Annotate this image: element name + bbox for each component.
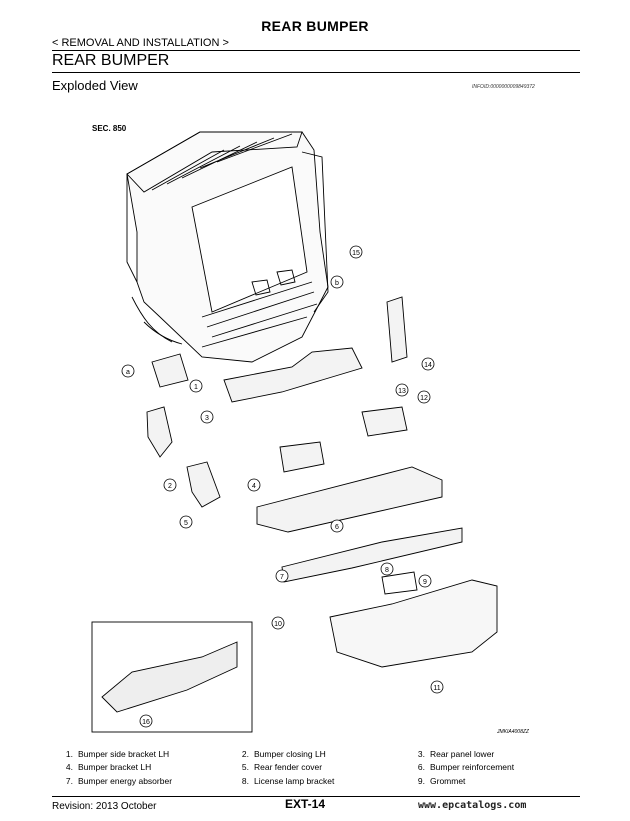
svg-text:16: 16 [142, 719, 150, 726]
section-divider [52, 72, 580, 73]
svg-text:6: 6 [335, 524, 339, 531]
callout-16: 16 [139, 714, 153, 728]
svg-text:1: 1 [194, 384, 198, 391]
legend-item: 5.Rear fender cover [241, 762, 323, 773]
callout-b: b [330, 275, 344, 289]
callout-4: 4 [247, 478, 261, 492]
svg-text:a: a [126, 369, 130, 376]
callout-13: 13 [395, 383, 409, 397]
watermark-url: www.epcatalogs.com [418, 800, 527, 811]
section-title: REAR BUMPER [52, 52, 170, 69]
parts-illustrations [91, 296, 498, 733]
revision-date: Revision: 2013 October [52, 801, 157, 812]
callout-15: 15 [349, 245, 363, 259]
section-code: SEC. 850 [92, 124, 127, 133]
svg-text:7: 7 [280, 574, 284, 581]
callout-3: 3 [200, 410, 214, 424]
callout-11: 11 [430, 680, 444, 694]
svg-text:5: 5 [184, 520, 188, 527]
legend-item: 4.Bumper bracket LH [65, 762, 152, 773]
svg-text:15: 15 [352, 250, 360, 257]
header-divider [52, 50, 580, 51]
svg-text:b: b [335, 280, 339, 287]
callout-a: a [121, 364, 135, 378]
svg-text:8: 8 [385, 567, 389, 574]
callout-6: 6 [330, 519, 344, 533]
callout-10: 10 [271, 616, 285, 630]
parts-legend: 1.Bumper side bracket LH 2.Bumper closin… [52, 747, 580, 788]
legend-item: 7.Bumper energy absorber [65, 775, 173, 786]
callout-5: 5 [179, 515, 193, 529]
callout-7: 7 [275, 569, 289, 583]
legend-item: 8.License lamp bracket [241, 775, 335, 786]
legend-item: 6.Bumper reinforcement [417, 762, 515, 773]
legend-item: 3.Rear panel lower [417, 748, 495, 759]
page-number: EXT-14 [285, 797, 326, 811]
callout-1: 1 [189, 379, 203, 393]
svg-text:9: 9 [423, 579, 427, 586]
page-header-title: REAR BUMPER [261, 18, 369, 34]
svg-text:11: 11 [433, 685, 440, 692]
svg-text:2: 2 [168, 483, 172, 490]
callout-12: 12 [417, 390, 431, 404]
legend-item: 1.Bumper side bracket LH [65, 748, 170, 759]
svg-text:10: 10 [274, 621, 282, 628]
legend-item: 9.Grommet [417, 775, 466, 786]
callout-9: 9 [418, 574, 432, 588]
info-id: INFOID:0000000009849372 [472, 84, 535, 90]
callout-2: 2 [163, 478, 177, 492]
svg-text:14: 14 [424, 362, 432, 369]
subsection-title: Exploded View [52, 78, 138, 93]
exploded-view-diagram: SEC. 850 [91, 124, 530, 735]
callout-markers: 1 2 3 4 5 6 7 8 9 10 11 12 13 14 15 16 a… [121, 245, 444, 728]
breadcrumb: < REMOVAL AND INSTALLATION > [52, 37, 229, 49]
footer-divider [52, 796, 580, 797]
svg-text:12: 12 [420, 395, 428, 402]
figure-id: JMKIA4008ZZ [496, 729, 530, 735]
callout-8: 8 [380, 562, 394, 576]
svg-text:13: 13 [398, 388, 406, 395]
svg-text:3: 3 [205, 415, 209, 422]
svg-text:4: 4 [252, 483, 256, 490]
legend-item: 2.Bumper closing LH [241, 748, 326, 759]
callout-14: 14 [421, 357, 435, 371]
vehicle-body-illustration [126, 131, 329, 363]
